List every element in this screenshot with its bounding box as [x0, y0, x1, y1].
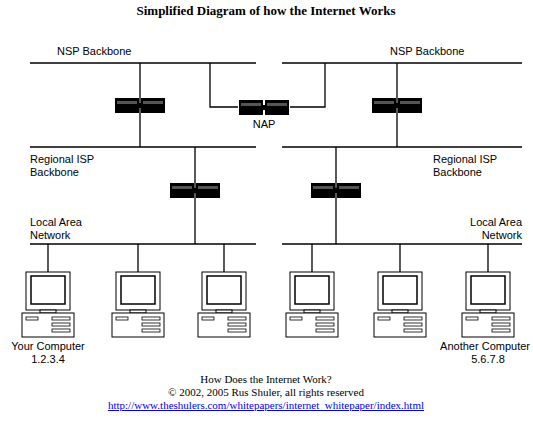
ip-address: 5.6.7.8 — [471, 353, 505, 366]
backbone-label: NSP Backbone — [57, 45, 131, 58]
copyright-note: © 2002, 2005 Rus Shuler, all rights rese… — [168, 386, 364, 399]
regional-label: Regional ISP Backbone — [433, 153, 523, 179]
diagram-title: Simplified Diagram of how the Internet W… — [136, 3, 395, 18]
regional-label: Regional ISP Backbone — [30, 153, 120, 179]
url-link: http://www.theshulers.com/whitepapers/in… — [108, 399, 424, 412]
lan-label: Local Area Network — [30, 216, 92, 242]
computer-label: Another Computer — [440, 340, 530, 353]
ip-address: 1.2.3.4 — [31, 353, 65, 366]
caption: How Does the Internet Work? — [200, 373, 331, 386]
backbone-label: NSP Backbone — [390, 45, 464, 58]
nap-label: NAP — [253, 118, 276, 131]
computer-label: Your Computer — [11, 340, 85, 353]
lan-label: Local Area Network — [460, 216, 522, 242]
